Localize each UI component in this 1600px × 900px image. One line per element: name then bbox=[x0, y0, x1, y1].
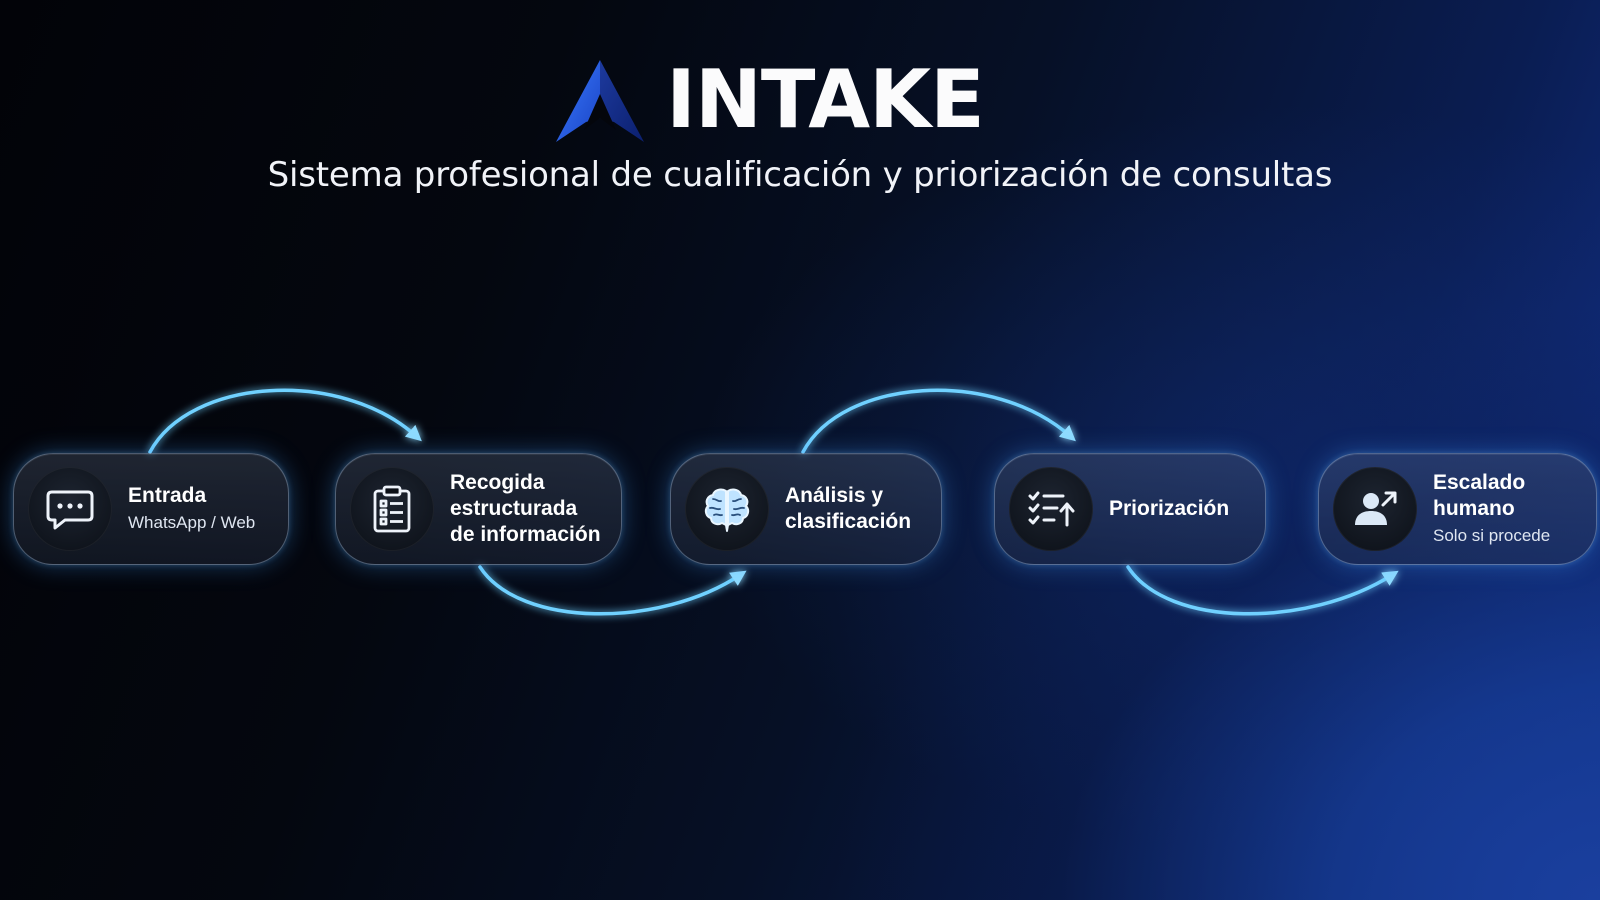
step-title-line-1: Recogida bbox=[450, 471, 545, 494]
brand-name: INTAKE bbox=[666, 53, 985, 146]
step-escalado: Escalado humano Solo si procede bbox=[1318, 453, 1597, 565]
step-title-line-2: humano bbox=[1433, 496, 1515, 520]
chat-bubble-icon bbox=[28, 467, 112, 551]
priority-list-icon bbox=[1009, 467, 1093, 551]
logo-row: INTAKE bbox=[0, 55, 1600, 145]
step-subtitle: WhatsApp / Web bbox=[128, 512, 256, 532]
step-title: Priorización bbox=[1109, 497, 1230, 520]
header: INTAKE Sistema profesional de cualificac… bbox=[0, 55, 1600, 196]
flow-arrow-4 bbox=[1126, 565, 1399, 616]
step-priorizacion: Priorización bbox=[994, 453, 1266, 565]
step-title-line-2: estructurada bbox=[450, 497, 578, 520]
step-subtitle: Solo si procede bbox=[1433, 525, 1551, 545]
step-texts: Recogida estructurada de información bbox=[450, 470, 601, 548]
step-title-line-1: Escalado bbox=[1433, 470, 1526, 494]
user-escalate-icon bbox=[1333, 467, 1417, 551]
step-recogida: Recogida estructurada de información bbox=[335, 453, 622, 565]
step-texts: Priorización bbox=[1109, 496, 1229, 522]
step-title-line-1: Análisis y bbox=[785, 484, 884, 507]
flow-arrow-3 bbox=[801, 388, 1076, 454]
step-title: Entrada bbox=[128, 483, 207, 507]
flow-arrow-2 bbox=[478, 565, 747, 616]
step-texts: Análisis y clasificación bbox=[785, 483, 911, 535]
step-title-line-2: clasificación bbox=[785, 510, 912, 533]
flow-arrow-1 bbox=[148, 388, 422, 454]
brain-icon bbox=[685, 467, 769, 551]
step-texts: Entrada WhatsApp / Web bbox=[128, 483, 255, 536]
step-texts: Escalado humano Solo si procede bbox=[1433, 470, 1550, 549]
step-title-line-3: de información bbox=[450, 523, 601, 546]
subtitle: Sistema profesional de cualificación y p… bbox=[267, 155, 1333, 195]
intake-logo-icon bbox=[556, 60, 645, 142]
step-entrada: Entrada WhatsApp / Web bbox=[13, 453, 289, 565]
clipboard-icon bbox=[350, 467, 434, 551]
step-analisis: Análisis y clasificación bbox=[670, 453, 942, 565]
